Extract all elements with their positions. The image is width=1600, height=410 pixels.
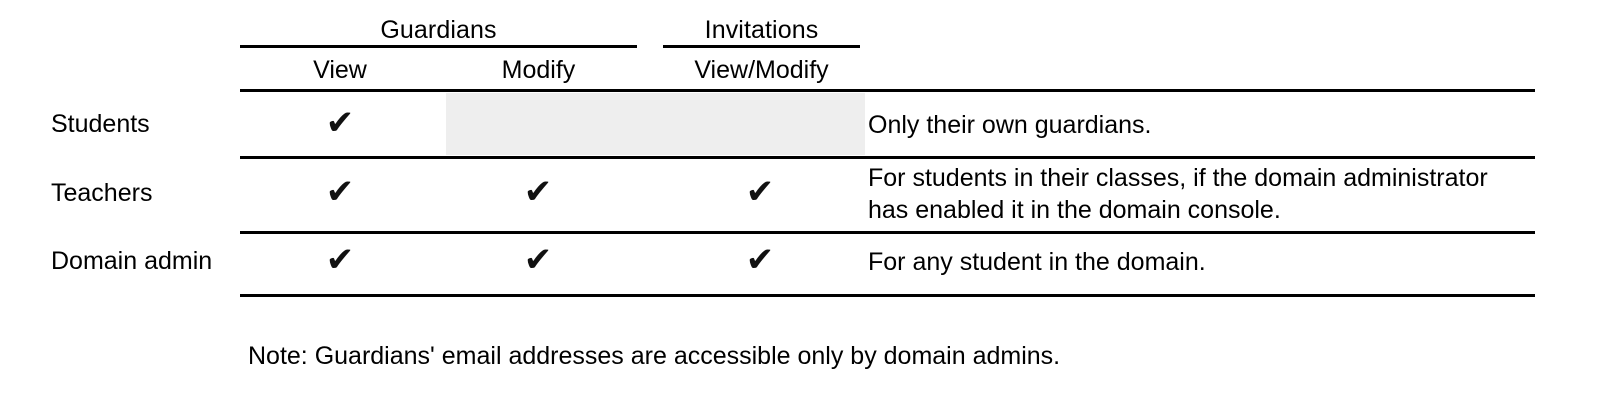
column-header-modify: Modify <box>501 56 576 84</box>
column-header-view-modify: View/Modify <box>694 56 829 84</box>
group-header-guardians: Guardians <box>380 16 497 44</box>
notes-students: Only their own guardians. <box>868 111 1152 139</box>
check-icon-teachers-guardians-modify: ✔ <box>523 172 553 212</box>
check-icon-domain-admin-guardians-view: ✔ <box>325 240 355 280</box>
rule-under-guardians-header <box>240 45 637 48</box>
row-label-students: Students <box>51 110 150 138</box>
check-icon-students-guardians-view: ✔ <box>325 103 355 143</box>
check-icon-domain-admin-guardians-modify: ✔ <box>523 240 553 280</box>
column-header-view: View <box>313 56 367 84</box>
table-rule-after-teachers <box>240 231 1535 234</box>
check-icon-teachers-guardians-view: ✔ <box>325 172 355 212</box>
rule-under-invitations-header <box>663 45 860 48</box>
notes-domain-admin: For any student in the domain. <box>868 248 1206 276</box>
row-label-teachers: Teachers <box>51 179 153 207</box>
table-rule-bottom <box>240 294 1535 297</box>
table-rule-after-students <box>240 156 1535 159</box>
footer-note: Note: Guardians' email addresses are acc… <box>248 342 1061 370</box>
check-icon-teachers-invitations-view-modify: ✔ <box>745 172 775 212</box>
shaded-disabled-cell <box>446 93 865 155</box>
check-icon-domain-admin-invitations-view-modify: ✔ <box>745 240 775 280</box>
notes-teachers: For students in their classes, if the do… <box>868 164 1488 224</box>
table-rule-top <box>240 89 1535 92</box>
row-label-domain-admin: Domain admin <box>51 247 213 275</box>
group-header-invitations: Invitations <box>704 16 819 44</box>
